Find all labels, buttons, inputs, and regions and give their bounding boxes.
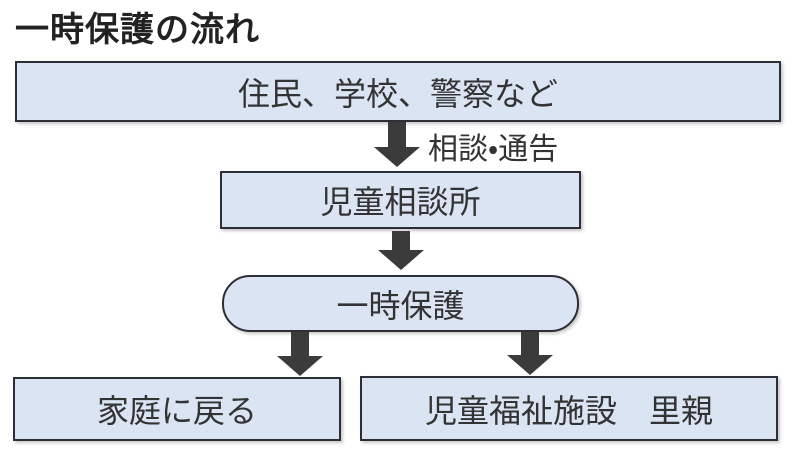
arrow-stem [392, 231, 410, 250]
node-label: 一時保護 [336, 287, 465, 324]
page-title: 一時保護の流れ [15, 11, 260, 49]
node-welfare-facility-foster-parents: 児童福祉施設 里親 [360, 376, 778, 441]
arrow-stem [291, 332, 309, 356]
node-label: 家庭に戻る [96, 393, 257, 429]
node-return-home: 家庭に戻る [13, 377, 341, 441]
arrow-down-icon [277, 332, 323, 376]
node-label: 児童相談所 [320, 184, 481, 220]
node-temporary-protection: 一時保護 [222, 275, 579, 332]
node-label: 児童福祉施設 里親 [424, 392, 713, 429]
arrow-head [374, 147, 420, 167]
arrow-stem [521, 332, 539, 355]
arrow-head [507, 355, 553, 375]
node-child-consultation-center: 児童相談所 [220, 171, 581, 229]
arrow-down-icon [507, 332, 553, 375]
arrow-head [378, 250, 424, 270]
arrow-down-icon [374, 122, 420, 167]
edge-label-consultation-notification: 相談・通告 [428, 133, 559, 166]
arrow-down-icon [378, 231, 424, 270]
arrow-head [277, 356, 323, 376]
node-residents-schools-police: 住民、学校、警察など [15, 61, 781, 122]
node-label: 住民、学校、警察など [237, 75, 558, 112]
arrow-stem [388, 122, 406, 147]
